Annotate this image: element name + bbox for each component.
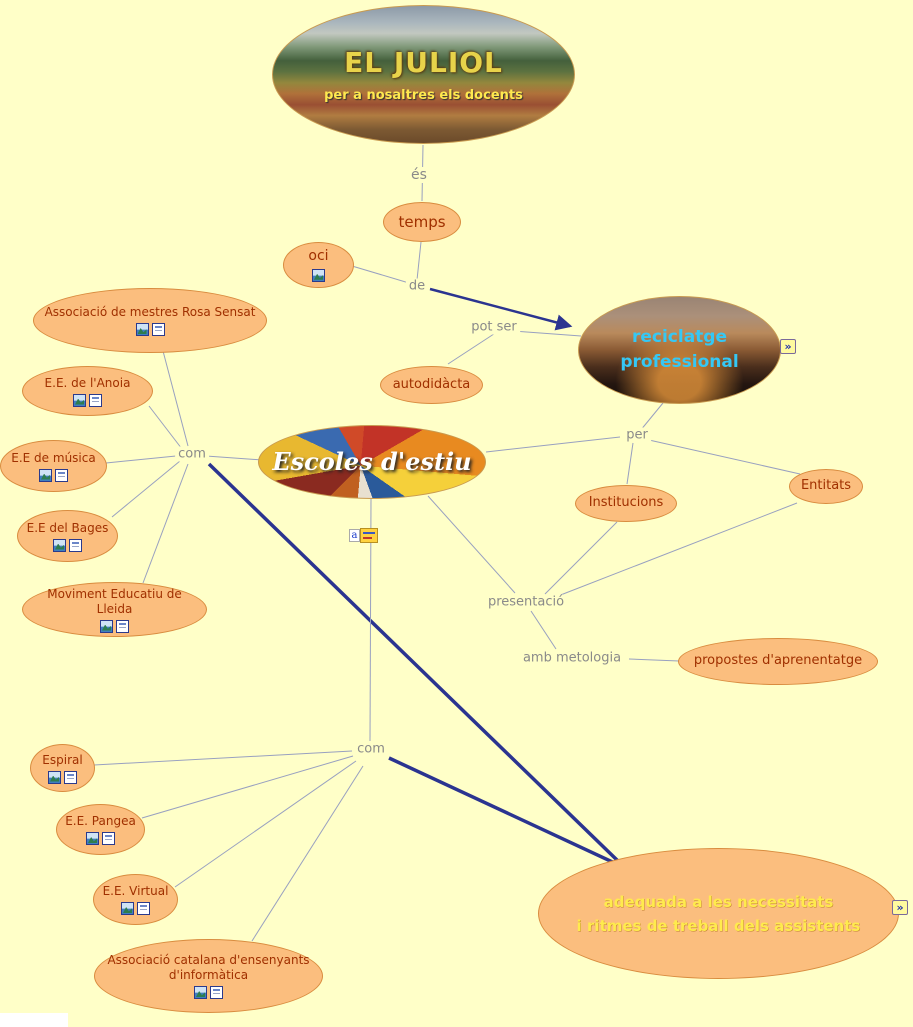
expand-icon-adequada[interactable]: » <box>892 900 908 915</box>
concept-rosa-sensat[interactable]: Associació de mestres Rosa Sensat <box>33 288 267 353</box>
image-icon[interactable] <box>121 902 134 915</box>
concept-label: E.E. Pangea <box>65 814 136 828</box>
subtitle-text: per a nosaltres els docents <box>324 87 523 103</box>
expand-icon-reciclatge[interactable]: » <box>780 339 796 354</box>
resource-icons <box>121 902 150 915</box>
concept-el-juliol[interactable]: EL JULIOL per a nosaltres els docents <box>272 5 575 144</box>
resource-icons <box>312 268 325 282</box>
document-icon[interactable] <box>69 538 82 552</box>
concept-label-line1: adequada a les necessitats <box>603 892 834 911</box>
resource-icons <box>100 619 129 633</box>
image-icon[interactable] <box>194 986 207 999</box>
concept-label-line2: i ritmes de treball dels assistents <box>576 916 861 935</box>
linking-phrase-per[interactable]: per <box>623 427 651 443</box>
annotation-letter: a <box>349 529 360 542</box>
concept-label: autodidàcta <box>392 376 471 392</box>
concept-label: Escoles d'estiu <box>272 447 472 476</box>
document-icon[interactable] <box>210 986 223 999</box>
concept-entitats[interactable]: Entitats <box>789 469 863 504</box>
concept-virtual[interactable]: E.E. Virtual <box>93 874 178 925</box>
concept-adequada[interactable]: adequada a les necessitats i ritmes de t… <box>538 848 899 979</box>
concept-label: Institucions <box>588 495 664 511</box>
annotation-icon[interactable]: a <box>349 528 378 543</box>
image-icon[interactable] <box>48 770 61 784</box>
image-icon[interactable] <box>73 393 86 407</box>
image-icon[interactable] <box>135 323 149 336</box>
concept-musica[interactable]: E.E de música <box>0 440 107 492</box>
concept-espiral[interactable]: Espiral <box>30 744 95 792</box>
concept-reciclatge-professional[interactable]: reciclatge professional <box>578 296 781 404</box>
document-icon[interactable] <box>102 832 115 845</box>
document-icon[interactable] <box>151 323 165 336</box>
thin-connectors <box>93 144 801 942</box>
title-text: EL JULIOL <box>344 45 503 79</box>
concept-propostes[interactable]: propostes d'aprenentatge <box>678 638 878 685</box>
concept-label: Associació catalana d'ensenyants d'infor… <box>107 953 310 982</box>
concept-bages[interactable]: E.E del Bages <box>17 510 118 562</box>
concept-oci[interactable]: oci <box>283 242 354 288</box>
concept-label: Moviment Educatiu de Lleida <box>47 586 182 616</box>
concept-label: oci <box>308 248 329 265</box>
concept-label: Espiral <box>42 752 83 767</box>
concept-label: E.E del Bages <box>26 520 109 535</box>
linking-phrase-com-left[interactable]: com <box>175 446 209 462</box>
emphasis-connectors <box>207 462 650 881</box>
annotation-note-icon <box>360 528 378 543</box>
concept-temps[interactable]: temps <box>383 202 461 242</box>
document-icon[interactable] <box>55 468 68 482</box>
document-icon[interactable] <box>64 770 77 784</box>
concept-anoia[interactable]: E.E. de l'Anoia <box>22 366 153 416</box>
document-icon[interactable] <box>89 393 102 407</box>
image-icon[interactable] <box>312 268 325 282</box>
concept-institucions[interactable]: Institucions <box>575 485 677 522</box>
concept-escoles-destiu[interactable]: Escoles d'estiu <box>258 425 486 499</box>
resource-icons <box>73 393 102 407</box>
image-icon[interactable] <box>39 468 52 482</box>
image-icon[interactable] <box>100 619 113 633</box>
resource-icons <box>53 538 82 552</box>
linking-phrase-es[interactable]: és <box>408 167 430 183</box>
concept-label: Associació de mestres Rosa Sensat <box>44 305 256 319</box>
concept-label: E.E de música <box>11 450 96 465</box>
linking-phrase-presentacio[interactable]: presentació <box>484 594 568 610</box>
concept-label: Entitats <box>800 478 852 494</box>
resource-icons <box>48 770 77 784</box>
concept-label: E.E. de l'Anoia <box>44 375 131 390</box>
document-icon[interactable] <box>137 902 150 915</box>
linking-phrase-com-bottom[interactable]: com <box>354 741 388 757</box>
concept-acei[interactable]: Associació catalana d'ensenyants d'infor… <box>94 939 323 1013</box>
resource-icons <box>39 468 68 482</box>
arrow-connector <box>429 287 573 331</box>
linking-phrase-de[interactable]: de <box>405 278 429 294</box>
concept-label-line2: professional <box>620 352 739 372</box>
linking-phrase-pot-ser[interactable]: pot ser <box>468 319 520 335</box>
resource-icons <box>135 323 165 336</box>
concept-pangea[interactable]: E.E. Pangea <box>56 804 145 855</box>
image-icon[interactable] <box>53 538 66 552</box>
concept-lleida[interactable]: Moviment Educatiu de Lleida <box>22 582 207 637</box>
concept-label: temps <box>398 212 446 231</box>
resource-icons <box>194 986 223 999</box>
concept-label: propostes d'aprenentatge <box>693 653 863 669</box>
concept-label: E.E. Virtual <box>102 884 169 898</box>
image-icon[interactable] <box>86 832 99 845</box>
document-icon[interactable] <box>116 619 129 633</box>
resource-icons <box>86 832 115 845</box>
concept-autodidacta[interactable]: autodidàcta <box>380 366 483 404</box>
canvas-corner <box>0 1013 68 1027</box>
linking-phrase-amb-metologia[interactable]: amb metologia <box>519 650 625 666</box>
concept-label-line1: reciclatge <box>631 326 728 347</box>
